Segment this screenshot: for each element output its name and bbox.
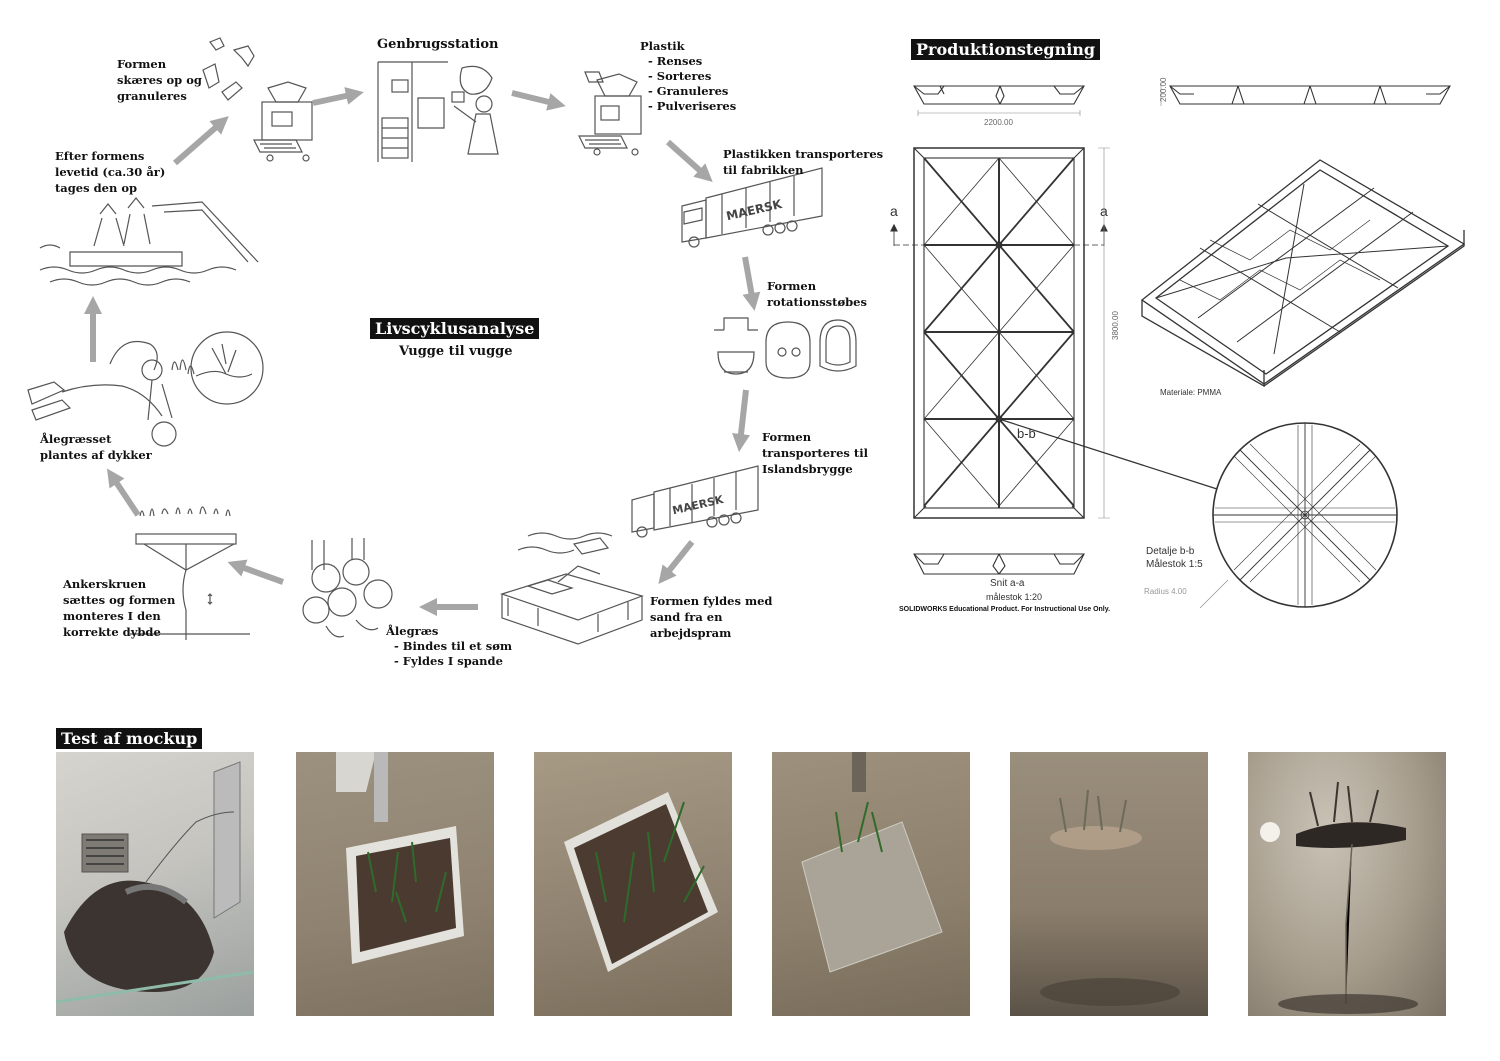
lifecycle-title: Livscyklusanalyse: [370, 318, 540, 339]
section-label-1: Snit a-a: [990, 578, 1025, 589]
drawing-watermark: SOLIDWORKS Educational Product. For Inst…: [899, 606, 1111, 613]
drawing-title: Produktionstegning: [911, 39, 1101, 60]
material-label: Materiale: PMMA: [1160, 388, 1222, 397]
mockup-title: Test af mockup: [56, 728, 203, 749]
eelgrass-buckets-sketch: [302, 538, 393, 638]
step-plastic-title: Plastik: [640, 39, 685, 53]
mockup-photo-5: [1010, 752, 1208, 1016]
shredder-sketch: [253, 81, 313, 162]
section-mark-right: a: [1100, 203, 1108, 219]
step-station-label: Genbrugsstation: [377, 37, 499, 52]
step-cut-label: Formen skæres op og granuleres: [117, 57, 202, 103]
radius-label: Radius 4.00: [1144, 587, 1187, 596]
side-view-top: [913, 85, 1085, 105]
section-label-2: målestok 1:20: [986, 592, 1043, 602]
step-anchor-label: Ankerskruen sættes og formen monteres I …: [63, 577, 176, 639]
anchor-frame-sketch: [130, 506, 250, 640]
list-item: Granuleres: [657, 84, 741, 99]
step-rotation-label: Formen rotationsstøbes: [767, 279, 867, 309]
step-sand-label: Formen fyldes med sand fra en arbejdspra…: [650, 594, 773, 640]
step-eelgrass-title: Ålegræs: [386, 624, 439, 638]
arrow-anchor-to-diver: [107, 468, 141, 517]
technical-drawing: 2200.00 200.00 3800.00 a a b-b: [890, 77, 1466, 609]
detail-mark: b-b: [1017, 426, 1036, 441]
detail-label-1: Detalje b-b: [1146, 546, 1195, 557]
truck-logo-text: MAERSK: [725, 197, 784, 224]
section-mark-left: a: [890, 203, 898, 219]
step-lifetime-label: Efter formens levetid (ca.30 år) tages d…: [55, 149, 166, 195]
detail-label-2: Målestok 1:5: [1146, 559, 1203, 570]
list-item: Renses: [657, 54, 741, 69]
dim-depth: 200.00: [1159, 77, 1168, 102]
mockup-photo-4: [772, 752, 970, 1016]
list-item: Fyldes I spande: [403, 654, 512, 669]
mockup-photo-1: [56, 752, 254, 1016]
arrow-truck-to-rotation: [742, 256, 761, 311]
mockup-photo-3: [534, 752, 732, 1016]
lifecycle-subtitle: Vugge til vugge: [399, 344, 513, 359]
arrow-lifetime-to-cut: [173, 116, 229, 166]
arrow-rotation-to-truck2: [732, 389, 750, 452]
diver-sketch: [27, 331, 264, 447]
mockup-photo-6: [1248, 752, 1446, 1016]
mockup-photo-2: [296, 752, 494, 1016]
arrow-station-to-plastic: [511, 90, 566, 111]
list-item: Bindes til et søm: [403, 639, 512, 654]
arrow-cut-to-station: [312, 87, 364, 106]
step-eelgrass-list: Bindes til et søm Fyldes I spande: [386, 639, 512, 669]
step-plastic-list: Renses Sorteres Granuleres Pulveriseres: [640, 54, 741, 114]
dim-height: 3800.00: [1111, 311, 1120, 340]
recycling-station-sketch: [377, 61, 499, 162]
truck-sketch: MAERSK: [681, 167, 823, 248]
step-transport1-label: Plastikken transporteres til fabrikken: [723, 147, 884, 177]
list-item: Pulveriseres: [657, 99, 741, 114]
detail-view: [1212, 422, 1398, 608]
step-plastic-label: Plastik Renses Sorteres Granuleres Pulve…: [640, 39, 741, 114]
step-eelgrass-label: Ålegræs Bindes til et søm Fyldes I spand…: [386, 624, 512, 669]
isometric-view: [1140, 159, 1466, 388]
arrow-plastic-to-truck: [665, 139, 713, 183]
side-view-right: [1169, 85, 1451, 105]
plastic-pieces-sketch: [202, 37, 255, 101]
list-item: Sorteres: [657, 69, 741, 84]
arrow-eelgrass-to-anchor: [227, 559, 285, 585]
lifting-form-sketch: [39, 197, 259, 286]
barge-sketch: [500, 532, 644, 645]
step-diver-label: Ålegræsset plantes af dykker: [40, 432, 152, 462]
truck-logo-text-2: MAERSK: [671, 493, 725, 517]
rotation-molding-sketch: [714, 317, 857, 379]
dim-width: 2200.00: [984, 118, 1013, 127]
arrow-truck2-to-sand: [658, 540, 695, 585]
truck-sketch-2: MAERSK: [631, 465, 759, 538]
plan-view: [913, 147, 1085, 519]
section-view: [913, 553, 1085, 575]
plastic-processing-sketch: [578, 71, 642, 156]
step-transport2-label: Formen transporteres til Islandsbrygge: [762, 430, 868, 476]
